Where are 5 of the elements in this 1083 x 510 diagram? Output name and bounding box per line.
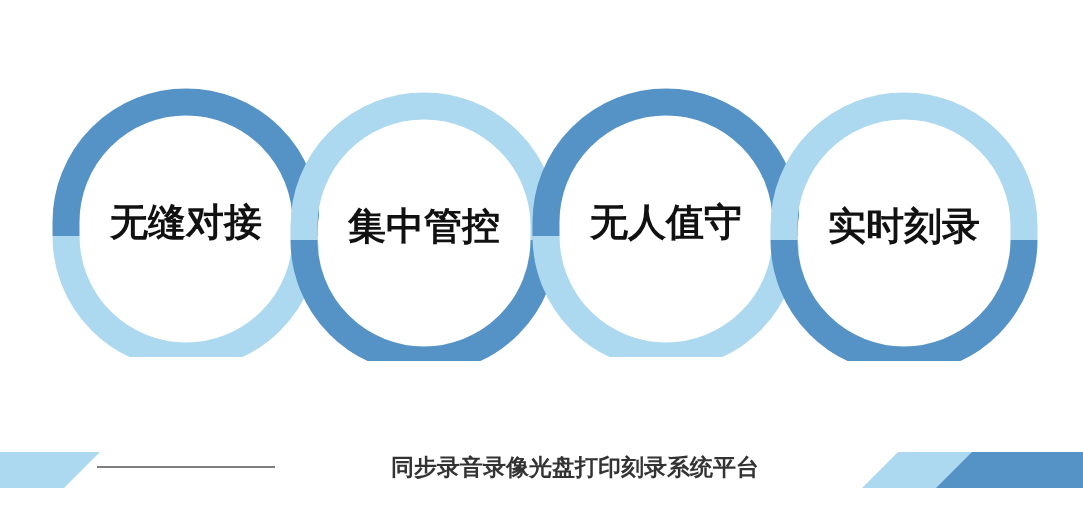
node-title: 无人值守 xyxy=(589,198,743,246)
node-title: 无缝对接 xyxy=(109,198,263,246)
node-title: 实时刻录 xyxy=(827,202,981,250)
node-title: 集中管控 xyxy=(347,202,501,250)
caption: 同步录音录像光盘打印刻录系统平台 xyxy=(390,453,760,482)
